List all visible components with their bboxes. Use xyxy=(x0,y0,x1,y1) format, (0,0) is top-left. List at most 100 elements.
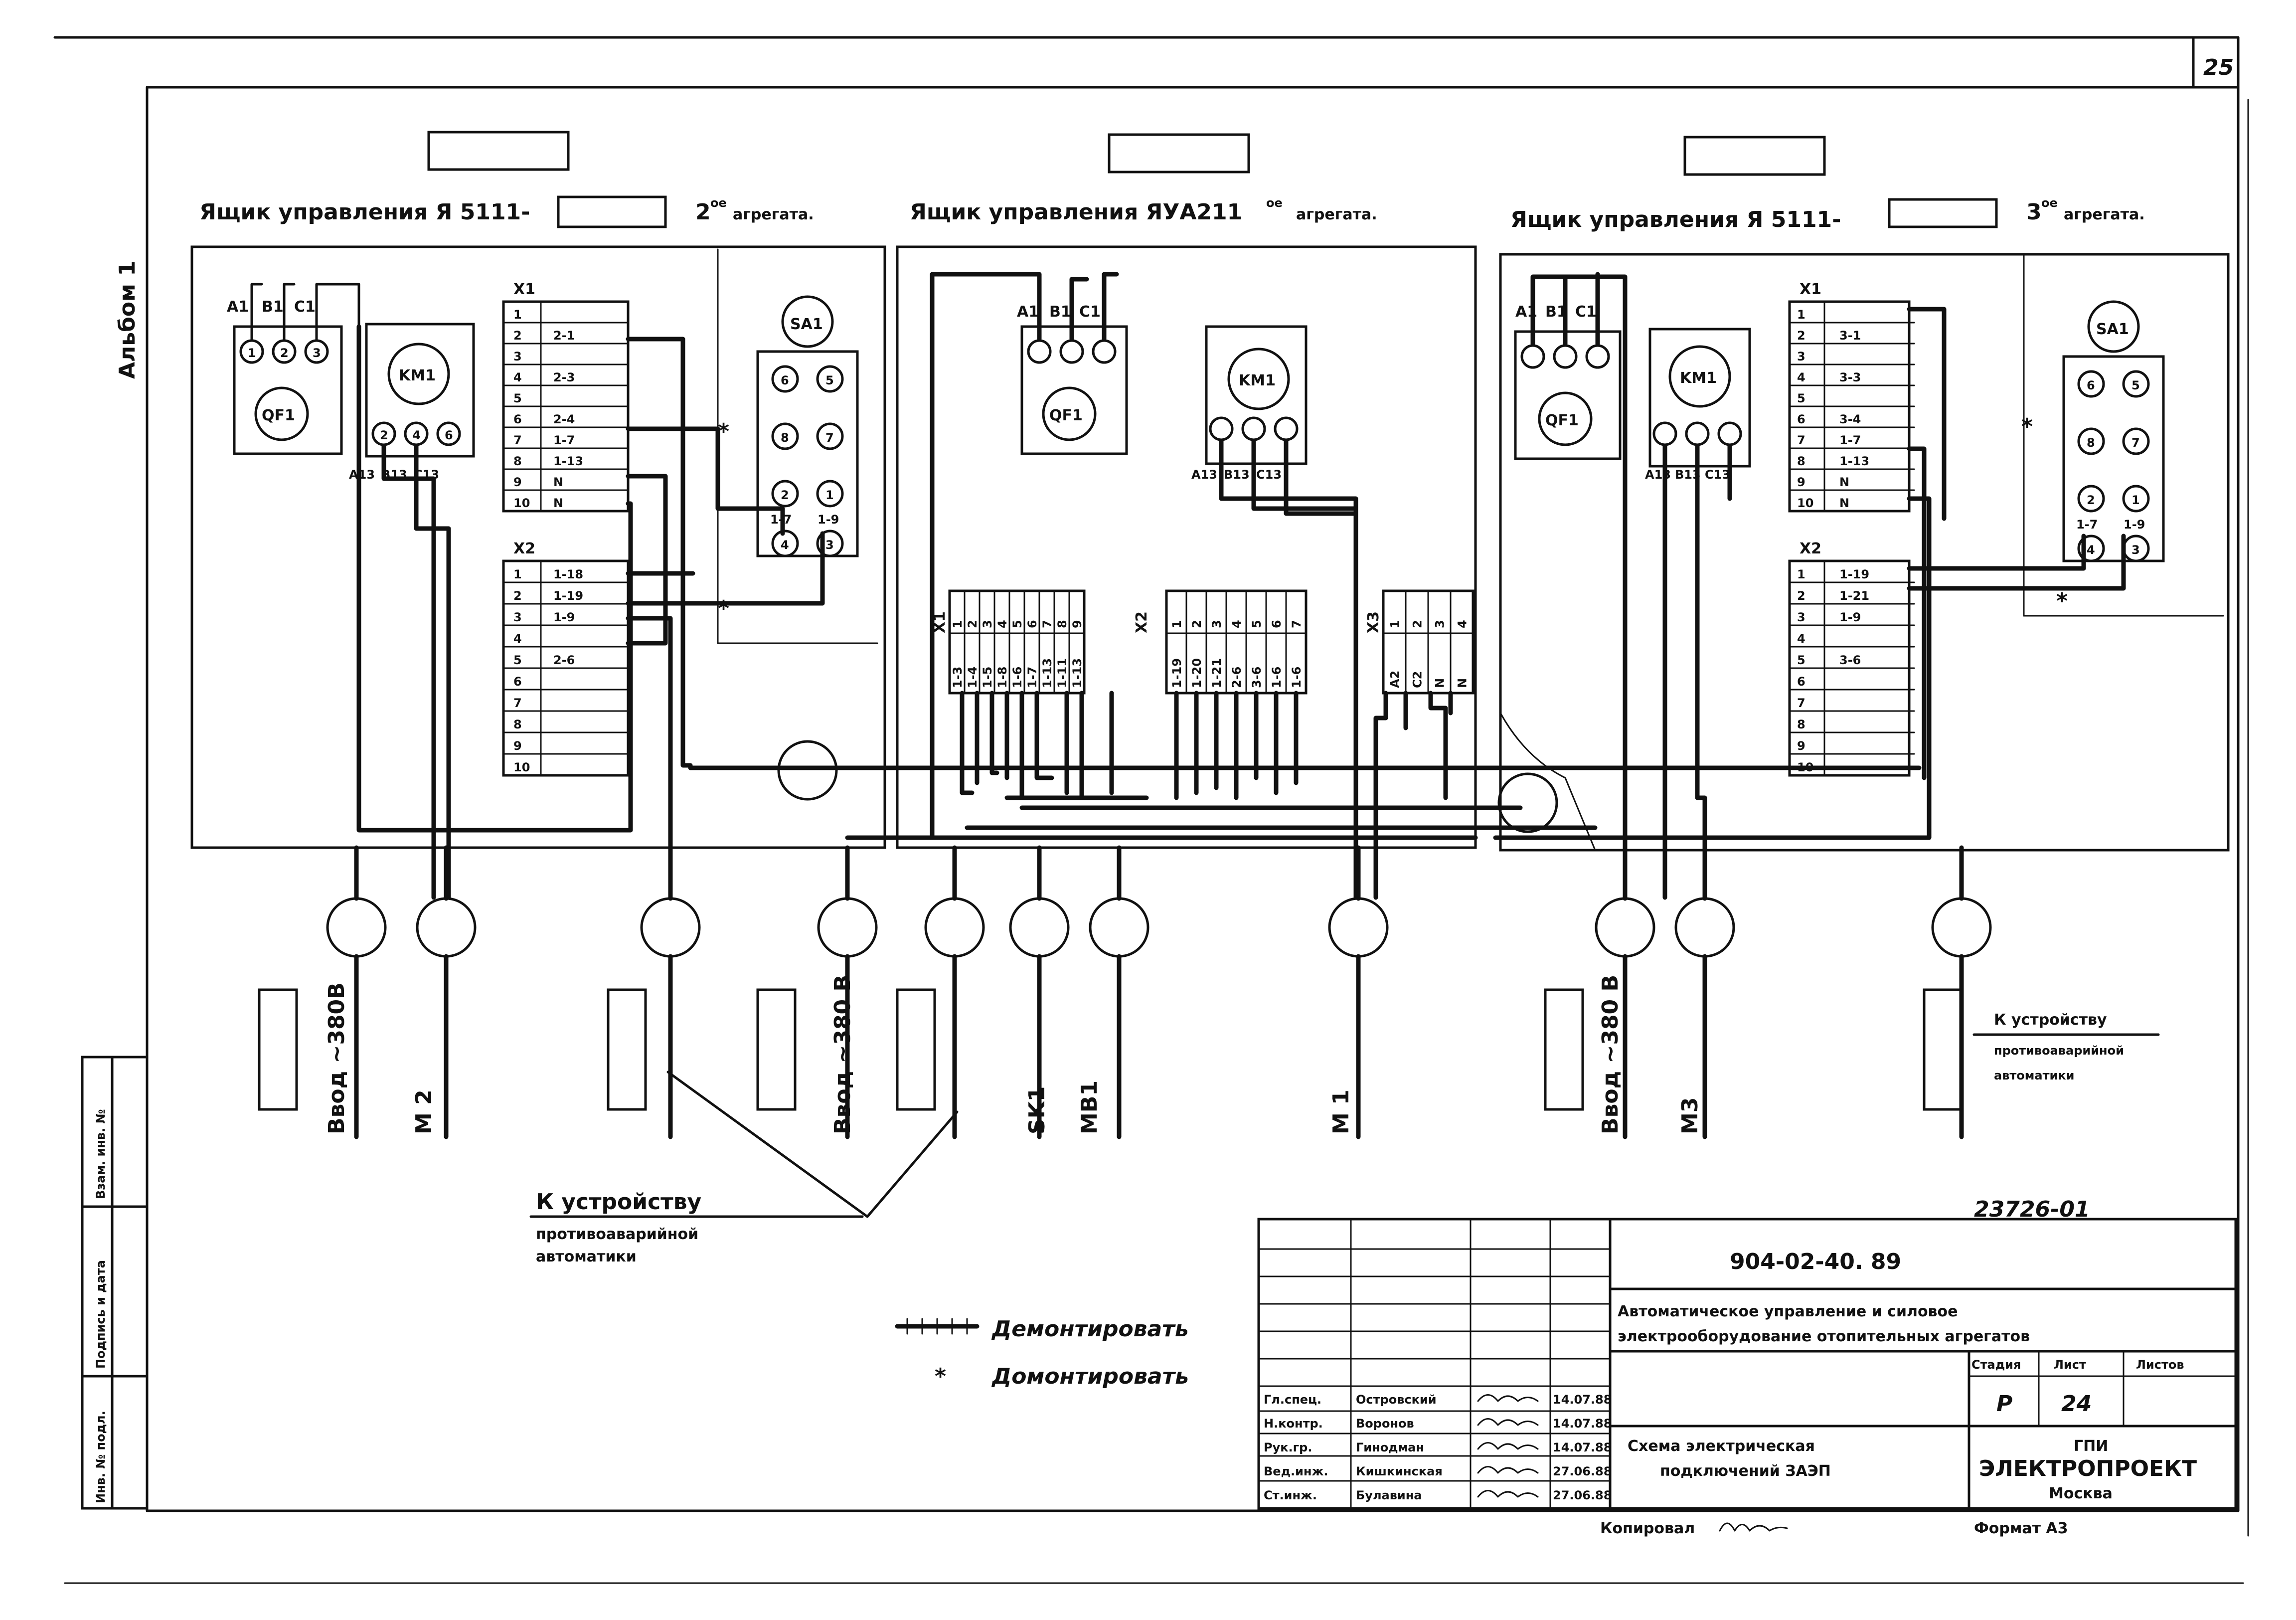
mid-x2-wire: 1-21 xyxy=(1210,658,1224,688)
left-star-2: * xyxy=(718,596,729,621)
right-sa1-box xyxy=(2062,355,2165,562)
sa-pin-circle xyxy=(2122,485,2150,513)
mid-x1-number: 5 xyxy=(1010,620,1024,628)
signer-date: 14.07.88 xyxy=(1553,1440,1612,1454)
marker-box-6 xyxy=(1923,988,1963,1111)
right_x2-wire: 1-21 xyxy=(1839,589,1869,603)
album-label: Альбом 1 xyxy=(115,261,140,379)
note-right-line1: К устройству xyxy=(1994,1011,2107,1029)
right_x1-number: 1 xyxy=(1797,308,1805,322)
sa-pin-number: 2 xyxy=(2087,493,2095,507)
left-b1: B1 xyxy=(262,298,284,316)
mid-x3-wire: C2 xyxy=(1411,671,1425,688)
mid-x3-wire: N xyxy=(1456,678,1470,688)
cable-right-input: Ввод ~380 В xyxy=(1598,975,1623,1134)
signer-name: Островский xyxy=(1356,1393,1437,1407)
mid-x2-number: 2 xyxy=(1190,620,1204,628)
sa-wire-left: 1-7 xyxy=(2076,518,2098,532)
mid-x2-number: 6 xyxy=(1270,620,1284,628)
label-box-right xyxy=(1683,136,1826,176)
mid-x2-title: X2 xyxy=(1133,611,1150,633)
sa-pin-number: 3 xyxy=(825,538,834,552)
sa-pin-circle xyxy=(2077,535,2105,562)
mid-x2-wire: 1-6 xyxy=(1270,667,1284,688)
cable-circle xyxy=(1328,897,1389,958)
signer-signature xyxy=(1477,1418,1539,1426)
left_x2-wire: 1-18 xyxy=(553,567,583,581)
sa-pin-number: 1 xyxy=(825,488,834,502)
right_x2-number: 6 xyxy=(1797,675,1805,689)
left_x2-number: 3 xyxy=(513,610,522,624)
right_x1-number: 8 xyxy=(1797,454,1805,468)
right_x1-wire: N xyxy=(1839,475,1849,489)
left_x1-number: 9 xyxy=(513,475,522,489)
left-qf1-label: QF1 xyxy=(262,407,295,424)
cabinet-title-left: Ящик управления Я 5111- 2 ое агрегата. xyxy=(199,195,814,228)
cable-circle xyxy=(817,897,878,958)
cable-left-input: Ввод ~380В xyxy=(324,982,349,1134)
left_x1-number: 8 xyxy=(513,454,522,468)
mid-c1: C1 xyxy=(1079,303,1101,321)
cabinet-title-right: Ящик управления Я 5111- 3 ое агрегата. xyxy=(1510,196,2145,232)
right_x2-number: 7 xyxy=(1797,696,1805,710)
note-device-line1: К устройству xyxy=(536,1189,701,1215)
left_x1-wire: 2-3 xyxy=(553,370,575,384)
right_x1-wire: 3-3 xyxy=(1839,370,1861,384)
legend: Демонтировать * Домонтировать xyxy=(895,1316,1189,1389)
copied-label: Копировал xyxy=(1600,1520,1695,1537)
cable-mb1: MB1 xyxy=(1077,1080,1102,1134)
cable-circle xyxy=(1595,897,1655,958)
left_x1-wire: 2-1 xyxy=(553,329,575,343)
right_x1-number: 2 xyxy=(1797,329,1805,343)
cabinet-left-sup: ое xyxy=(710,196,727,210)
sa-pin-number: 8 xyxy=(2087,436,2095,450)
cable-m2: М 2 xyxy=(411,1089,437,1134)
stage-header: Стадия xyxy=(1971,1358,2021,1372)
left-x1-title: X1 xyxy=(513,281,535,298)
left_x1-number: 7 xyxy=(513,433,522,447)
cable-circle xyxy=(640,897,701,958)
sa-pin-circle xyxy=(771,480,799,508)
mid-x2-number: 1 xyxy=(1170,620,1184,628)
description-line2: электрооборудование отопительных агрегат… xyxy=(1618,1328,2030,1345)
note-right-line3: автоматики xyxy=(1994,1069,2074,1082)
cabinet-right-tail: агрегата. xyxy=(2064,206,2145,223)
signer-role: Ст.инж. xyxy=(1264,1488,1317,1502)
left-km-pin3: 6 xyxy=(445,428,453,442)
right_x1-number: 9 xyxy=(1797,475,1805,489)
mid-x1-title: X1 xyxy=(931,611,949,633)
sa-pin-number: 2 xyxy=(781,488,789,502)
cabinet-right-title: Ящик управления Я 5111- xyxy=(1510,207,1841,232)
cable-circle xyxy=(1931,897,1992,958)
right_x2-number: 1 xyxy=(1797,567,1805,581)
legend-remove: Демонтировать xyxy=(991,1316,1189,1342)
note-right-line2: противоаварийной xyxy=(1994,1044,2124,1058)
left-sa1-label: SA1 xyxy=(790,316,823,333)
left_x1-number: 3 xyxy=(513,350,522,363)
mid-x1-wire: 1-4 xyxy=(966,667,980,688)
org-line1: ГПИ xyxy=(2074,1438,2108,1455)
mid-x1-number: 9 xyxy=(1070,620,1084,628)
left-a13: A13 xyxy=(349,468,375,482)
note-device-line3: автоматики xyxy=(536,1248,637,1265)
signer-role: Гл.спец. xyxy=(1264,1393,1321,1407)
drawing-title-line1: Схема электрическая xyxy=(1628,1438,1815,1455)
sa-pin-circle xyxy=(816,480,844,508)
sa-wire-right: 1-9 xyxy=(818,513,839,527)
marker-box-3 xyxy=(756,988,797,1111)
left_x2-number: 4 xyxy=(513,632,522,646)
left-star-1: * xyxy=(718,419,729,444)
sa-pin-circle xyxy=(2122,370,2150,398)
mid-b13: B13 xyxy=(1224,468,1250,482)
stage-value: Р xyxy=(1996,1391,2012,1417)
left_x1-number: 2 xyxy=(513,329,522,343)
mid-qf1-label: QF1 xyxy=(1049,407,1083,424)
sa-pin-number: 7 xyxy=(2132,436,2140,450)
side-label-sign: Подпись и дата xyxy=(94,1260,108,1369)
signer-date: 14.07.88 xyxy=(1553,1417,1612,1431)
cable-circle xyxy=(924,897,985,958)
signer-signature xyxy=(1477,1442,1539,1450)
left_x2-number: 7 xyxy=(513,696,522,710)
